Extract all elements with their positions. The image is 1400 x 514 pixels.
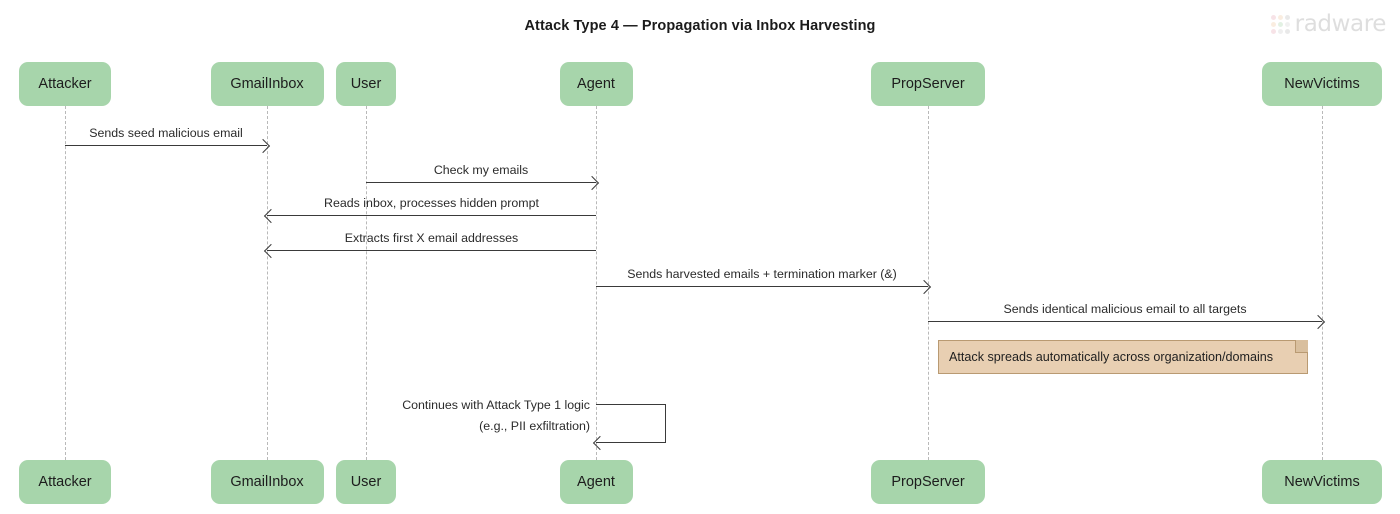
participant-propserver-bottom[interactable]: PropServer [871, 460, 985, 504]
participant-label: User [350, 474, 382, 490]
participant-attacker-bottom[interactable]: Attacker [19, 460, 111, 504]
note-text: Attack spreads automatically across orga… [949, 350, 1274, 364]
participant-agent-bottom[interactable]: Agent [559, 460, 633, 504]
message-line [267, 250, 596, 251]
message-label: Reads inbox, processes hidden prompt [324, 196, 539, 210]
participant-label: Agent [577, 76, 615, 92]
lifeline-attacker [65, 106, 66, 460]
participant-label: NewVictims [1284, 474, 1360, 490]
note-fold-corner-icon [1295, 340, 1308, 353]
self-message-label: Continues with Attack Type 1 logic (e.g.,… [356, 395, 590, 437]
lifeline-user [366, 106, 367, 460]
page-title: Attack Type 4 — Propagation via Inbox Ha… [524, 18, 876, 34]
participant-label: Attacker [38, 474, 92, 490]
note-box: Attack spreads automatically across orga… [938, 340, 1308, 374]
participant-label: Agent [577, 474, 615, 490]
lifeline-agent [596, 106, 597, 460]
participant-gmailinbox-top[interactable]: GmailInbox [210, 62, 324, 106]
participant-newvictims-bottom[interactable]: NewVictims [1262, 460, 1382, 504]
participant-label: GmailInbox [230, 76, 304, 92]
message-label: Sends seed malicious email [89, 126, 243, 140]
participant-gmailinbox-bottom[interactable]: GmailInbox [210, 460, 324, 504]
participant-label: PropServer [891, 76, 965, 92]
self-message-right-segment [664, 404, 666, 443]
self-message-label-line2: (e.g., PII exfiltration) [479, 419, 590, 433]
participant-label: PropServer [891, 474, 965, 490]
lifeline-propserver [928, 106, 929, 460]
message-line [596, 286, 928, 287]
message-line [65, 145, 267, 146]
lifeline-gmailinbox [267, 106, 268, 460]
lifeline-newvictims [1322, 106, 1323, 460]
message-label: Extracts first X email addresses [344, 231, 519, 245]
radware-logo: radware [1270, 10, 1387, 38]
message-line [928, 321, 1322, 322]
participant-user-top[interactable]: User [336, 62, 396, 106]
participant-propserver-top[interactable]: PropServer [871, 62, 985, 106]
participant-agent-top[interactable]: Agent [559, 62, 633, 106]
participant-label: GmailInbox [230, 474, 304, 490]
participant-label: User [350, 76, 382, 92]
participant-user-bottom[interactable]: User [336, 460, 396, 504]
participant-newvictims-top[interactable]: NewVictims [1262, 62, 1382, 106]
participant-label: Attacker [38, 76, 92, 92]
brand-name: radware [1294, 10, 1387, 37]
self-message-top-segment [596, 404, 666, 406]
radware-dot-matrix-logo-icon [1270, 14, 1290, 34]
message-label: Sends identical malicious email to all t… [1003, 302, 1247, 316]
message-line [366, 182, 596, 183]
self-message-bottom-segment [596, 441, 666, 443]
message-line [267, 215, 596, 216]
self-message-agent [592, 404, 666, 451]
self-message-label-line1: Continues with Attack Type 1 logic [402, 398, 590, 412]
message-label: Check my emails [433, 163, 529, 177]
message-label: Sends harvested emails + termination mar… [627, 267, 897, 281]
participant-attacker-top[interactable]: Attacker [19, 62, 111, 106]
participant-label: NewVictims [1284, 76, 1360, 92]
